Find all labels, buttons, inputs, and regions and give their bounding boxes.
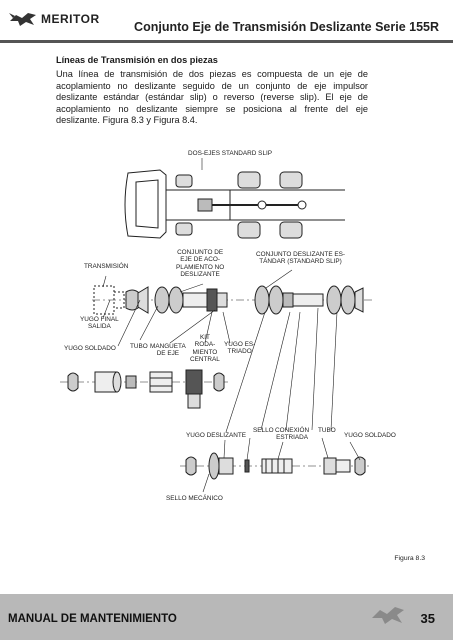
page-footer: MANUAL DE MANTENIMIENTO 35 (0, 594, 453, 640)
footer-title: MANUAL DE MANTENIMIENTO (8, 613, 177, 625)
brand-name: MERITOR (41, 12, 100, 26)
label-tubo-1: TUBO (130, 343, 148, 350)
label-yugo-deslizante: YUGO DESLIZANTE (186, 432, 247, 439)
label-mangueta: MANGUETA DE EJE (150, 343, 186, 358)
label-transmision: TRANSMISIÓN (84, 263, 129, 270)
section-heading: Líneas de Transmisión en dos piezas (56, 55, 218, 65)
figure-caption: Figura 8.3 (394, 555, 425, 562)
coupling-shaft-drawing (125, 286, 228, 314)
document-title: Conjunto Eje de Transmisión Deslizante S… (134, 20, 439, 34)
label-yugo-final: YUGO FINAL SALIDA (80, 316, 119, 331)
meritor-logo: MERITOR (8, 9, 100, 29)
label-sello: SELLO (253, 427, 274, 434)
label-kit: KIT RODA- MIENTO CENTRAL (190, 334, 220, 364)
header-rule (0, 40, 453, 43)
section-body: Una línea de transmisión de dos piezas e… (56, 69, 368, 125)
label-conjunto-deslizante: CONJUNTO DESLIZANTE ES- TÁNDAR (STANDARD… (256, 251, 346, 266)
bull-watermark-icon (372, 607, 404, 624)
text-section: Líneas de Transmisión en dos piezas Una … (56, 55, 368, 127)
slip-shaft-drawing (254, 285, 364, 315)
label-tubo-2: TUBO (318, 427, 336, 434)
label-sello-mecanico: SELLO MECÁNICO (166, 495, 223, 502)
label-yugo-soldado-2: YUGO SOLDADO (344, 432, 396, 439)
label-yugo-soldado-1: YUGO SOLDADO (64, 345, 116, 352)
bull-icon (9, 13, 36, 26)
label-dos-ejes: DOS-EJES STANDARD SLIP (188, 150, 273, 157)
exploded-coupling-drawing (67, 369, 225, 409)
label-conexion: CONEXIÓN ESTRIADA (275, 427, 310, 442)
label-conjunto-eje: CONJUNTO DE EJE DE ACO- PLAMIENTO NO DES… (176, 249, 225, 279)
truck-chassis-drawing (124, 169, 345, 239)
page-header: MERITOR Conjunto Eje de Transmisión Desl… (0, 0, 453, 50)
label-yugo-estriado: YUGO ES- TRIADO (224, 341, 256, 356)
page-number: 35 (420, 611, 435, 626)
exploded-slip-drawing (185, 452, 366, 480)
